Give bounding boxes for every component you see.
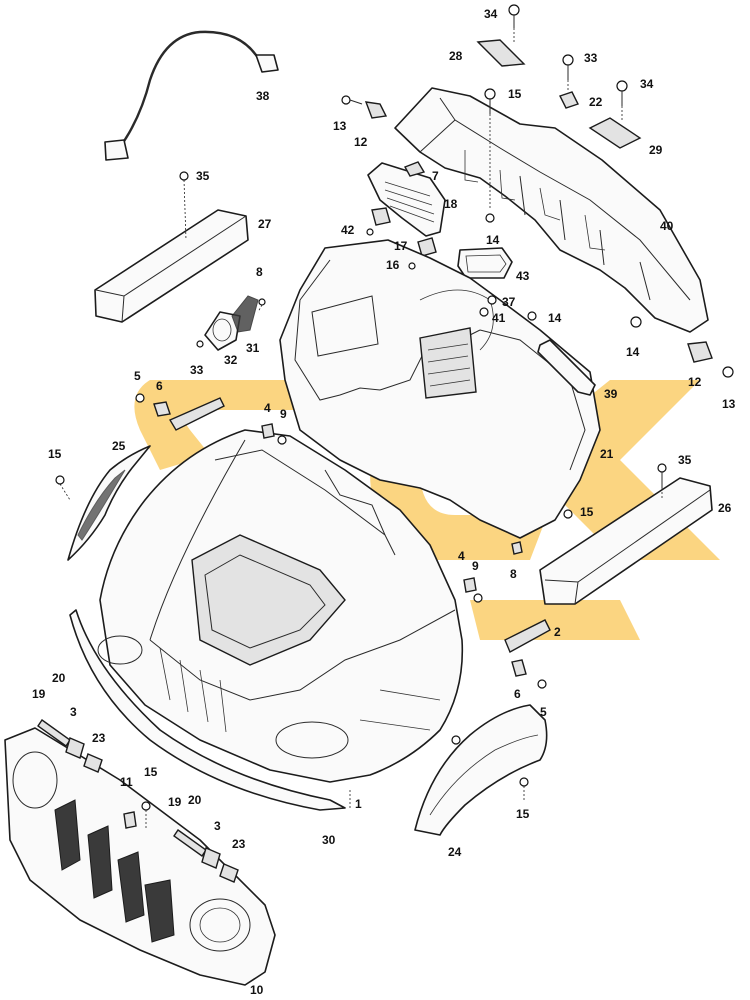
callout-15e: 15 — [516, 807, 530, 821]
callout-19a: 19 — [32, 687, 46, 701]
callout-labels: 34 28 33 22 34 15 13 12 29 38 35 7 18 14… — [32, 7, 736, 997]
callout-15d: 15 — [144, 765, 158, 779]
callout-15b: 15 — [48, 447, 62, 461]
front-grille — [4, 727, 276, 986]
lower-trim-strip — [69, 609, 346, 811]
rear-cowl-panel — [394, 87, 709, 333]
side-trim-left — [67, 445, 151, 561]
callout-15a: 15 — [508, 87, 522, 101]
callout-23b: 23 — [232, 837, 246, 851]
front-hood — [97, 429, 464, 783]
callout-31: 31 — [246, 341, 260, 355]
callout-34b: 34 — [640, 77, 654, 91]
callout-38: 38 — [256, 89, 270, 103]
callout-10: 10 — [250, 983, 264, 997]
callout-3a: 3 — [70, 705, 77, 719]
callout-23a: 23 — [92, 731, 106, 745]
callout-40: 40 — [660, 219, 674, 233]
callout-5b: 5 — [540, 705, 547, 719]
callout-14c: 14 — [626, 345, 640, 359]
vent-grille — [367, 162, 446, 237]
callout-9a: 9 — [280, 407, 287, 421]
foam-pad-left — [94, 209, 249, 323]
callout-6a: 6 — [156, 379, 163, 393]
bracket-39 — [537, 339, 596, 396]
callout-42: 42 — [341, 223, 355, 237]
callout-20b: 20 — [188, 793, 202, 807]
callout-1: 1 — [355, 797, 362, 811]
bracket-2-lower — [504, 619, 551, 653]
callout-14a: 14 — [486, 233, 500, 247]
callout-30: 30 — [322, 833, 336, 847]
callout-7: 7 — [432, 169, 439, 183]
callout-27: 27 — [258, 217, 272, 231]
clip-part-17b — [417, 237, 437, 257]
callout-13a: 13 — [333, 119, 347, 133]
callout-4b: 4 — [458, 549, 465, 563]
callout-12a: 12 — [354, 135, 368, 149]
callout-12b: 12 — [688, 375, 702, 389]
callout-35a: 35 — [196, 169, 210, 183]
callout-20a: 20 — [52, 671, 66, 685]
callout-6b: 6 — [514, 687, 521, 701]
callout-32: 32 — [224, 353, 238, 367]
callout-28: 28 — [449, 49, 463, 63]
pad-28 — [476, 39, 526, 67]
callout-19b: 19 — [168, 795, 182, 809]
callout-4a: 4 — [264, 401, 271, 415]
lamp-lens — [457, 247, 513, 279]
leader-lines — [59, 28, 663, 830]
callout-18: 18 — [444, 197, 458, 211]
pad-29 — [588, 117, 642, 149]
callout-24: 24 — [448, 845, 462, 859]
fender — [414, 704, 548, 836]
callout-17: 17 — [394, 239, 408, 253]
callout-43: 43 — [516, 269, 530, 283]
callout-14b: 14 — [548, 311, 562, 325]
callout-41: 41 — [492, 311, 506, 325]
fasteners — [37, 4, 734, 883]
callout-3b: 3 — [214, 819, 221, 833]
callout-35b: 35 — [678, 453, 692, 467]
callout-5a: 5 — [134, 369, 141, 383]
callout-22: 22 — [589, 95, 603, 109]
callout-2: 2 — [554, 625, 561, 639]
foam-pad-right — [539, 477, 713, 605]
callout-25: 25 — [112, 439, 126, 453]
callout-8a: 8 — [256, 265, 263, 279]
callout-33a: 33 — [584, 51, 598, 65]
callout-21: 21 — [600, 447, 614, 461]
bracket-2-upper — [168, 397, 225, 431]
callout-16: 16 — [386, 258, 400, 272]
callout-8b: 8 — [510, 567, 517, 581]
dash-panel — [279, 239, 601, 539]
clip-part-17 — [371, 207, 391, 226]
clip-part-7 — [403, 161, 426, 177]
callout-13b: 13 — [722, 397, 736, 411]
callout-37: 37 — [502, 295, 516, 309]
wire-harness — [104, 30, 279, 161]
callout-39: 39 — [604, 387, 618, 401]
callout-29: 29 — [649, 143, 663, 157]
callout-33b: 33 — [190, 363, 204, 377]
callout-11: 11 — [120, 775, 133, 789]
callout-34a: 34 — [484, 7, 498, 21]
callout-15c: 15 — [580, 505, 594, 519]
speaker-grille — [204, 295, 259, 351]
callout-26: 26 — [718, 501, 732, 515]
callout-9b: 9 — [472, 559, 479, 573]
